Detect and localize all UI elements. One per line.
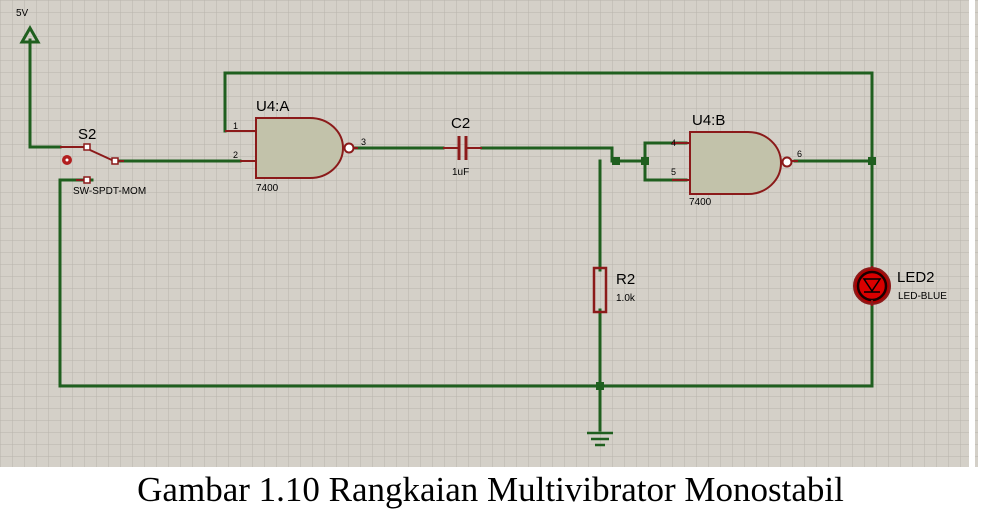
gate-b-pin6: 6 [797, 149, 802, 159]
resistor-r2: R2 1.0k [592, 266, 636, 314]
switch-lever [89, 149, 115, 162]
gate-b-body [689, 131, 782, 195]
gate-b-part: 7400 [689, 197, 712, 208]
junction-dot [868, 157, 876, 165]
wire-feedback-top [223, 71, 874, 163]
switch-contact [83, 143, 91, 151]
gate-a-pin3: 3 [361, 137, 366, 147]
gate-a-pin1: 1 [233, 121, 238, 131]
led-part: LED-BLUE [898, 291, 947, 302]
resistor-value: 1.0k [616, 293, 636, 304]
switch-contact [83, 176, 91, 184]
junction-dot [596, 382, 604, 390]
nand-gate-u4a: U4:A 1 2 3 7400 [225, 98, 366, 194]
junction-dot [641, 157, 649, 165]
gate-a-part: 7400 [256, 183, 279, 194]
switch-contact [111, 157, 119, 165]
power-terminal: 5V [16, 8, 41, 44]
ground-symbol-icon [587, 431, 613, 447]
switch-actuator-dot [65, 158, 69, 162]
gate-b-ref: U4:B [692, 112, 725, 129]
switch-ref: S2 [78, 126, 96, 143]
gate-b-pin5: 5 [671, 167, 676, 177]
gate-b-inversion-bubble [781, 156, 793, 168]
capacitor-value: 1uF [452, 167, 469, 178]
junction-dot [612, 157, 620, 165]
switch-part: SW-SPDT-MOM [73, 186, 146, 197]
gate-a-ref: U4:A [256, 98, 289, 115]
led-body [856, 270, 888, 302]
wire-power-to-switch [28, 38, 62, 149]
led-led2: LED2 LED-BLUE [853, 266, 947, 306]
power-arrow-icon [19, 24, 41, 44]
wire-cap-to-node [480, 146, 647, 163]
schematic-canvas: 5V S2 SW-SPDT-MOM U4:A 1 2 3 7400 C2 1uF [0, 0, 978, 467]
gate-b-pin4: 4 [671, 138, 676, 148]
led-ref: LED2 [897, 269, 935, 286]
switch-s2: S2 SW-SPDT-MOM [60, 126, 146, 197]
resistor-body [592, 266, 608, 314]
gate-a-pin2: 2 [233, 150, 238, 160]
junctions [596, 157, 876, 390]
gate-a-inversion-bubble [343, 142, 355, 154]
figure-caption: Gambar 1.10 Rangkaian Multivibrator Mono… [137, 470, 844, 509]
capacitor-c2: C2 1uF [443, 115, 482, 178]
gate-a-body [255, 117, 344, 179]
wire-led-to-bottom [58, 178, 874, 388]
capacitor-ref: C2 [451, 115, 470, 132]
schematic-grid [0, 0, 978, 467]
power-label: 5V [16, 8, 29, 19]
nand-gate-u4b: U4:B 4 5 6 7400 [671, 112, 802, 208]
resistor-ref: R2 [616, 271, 635, 288]
led-diode-icon [862, 278, 882, 293]
